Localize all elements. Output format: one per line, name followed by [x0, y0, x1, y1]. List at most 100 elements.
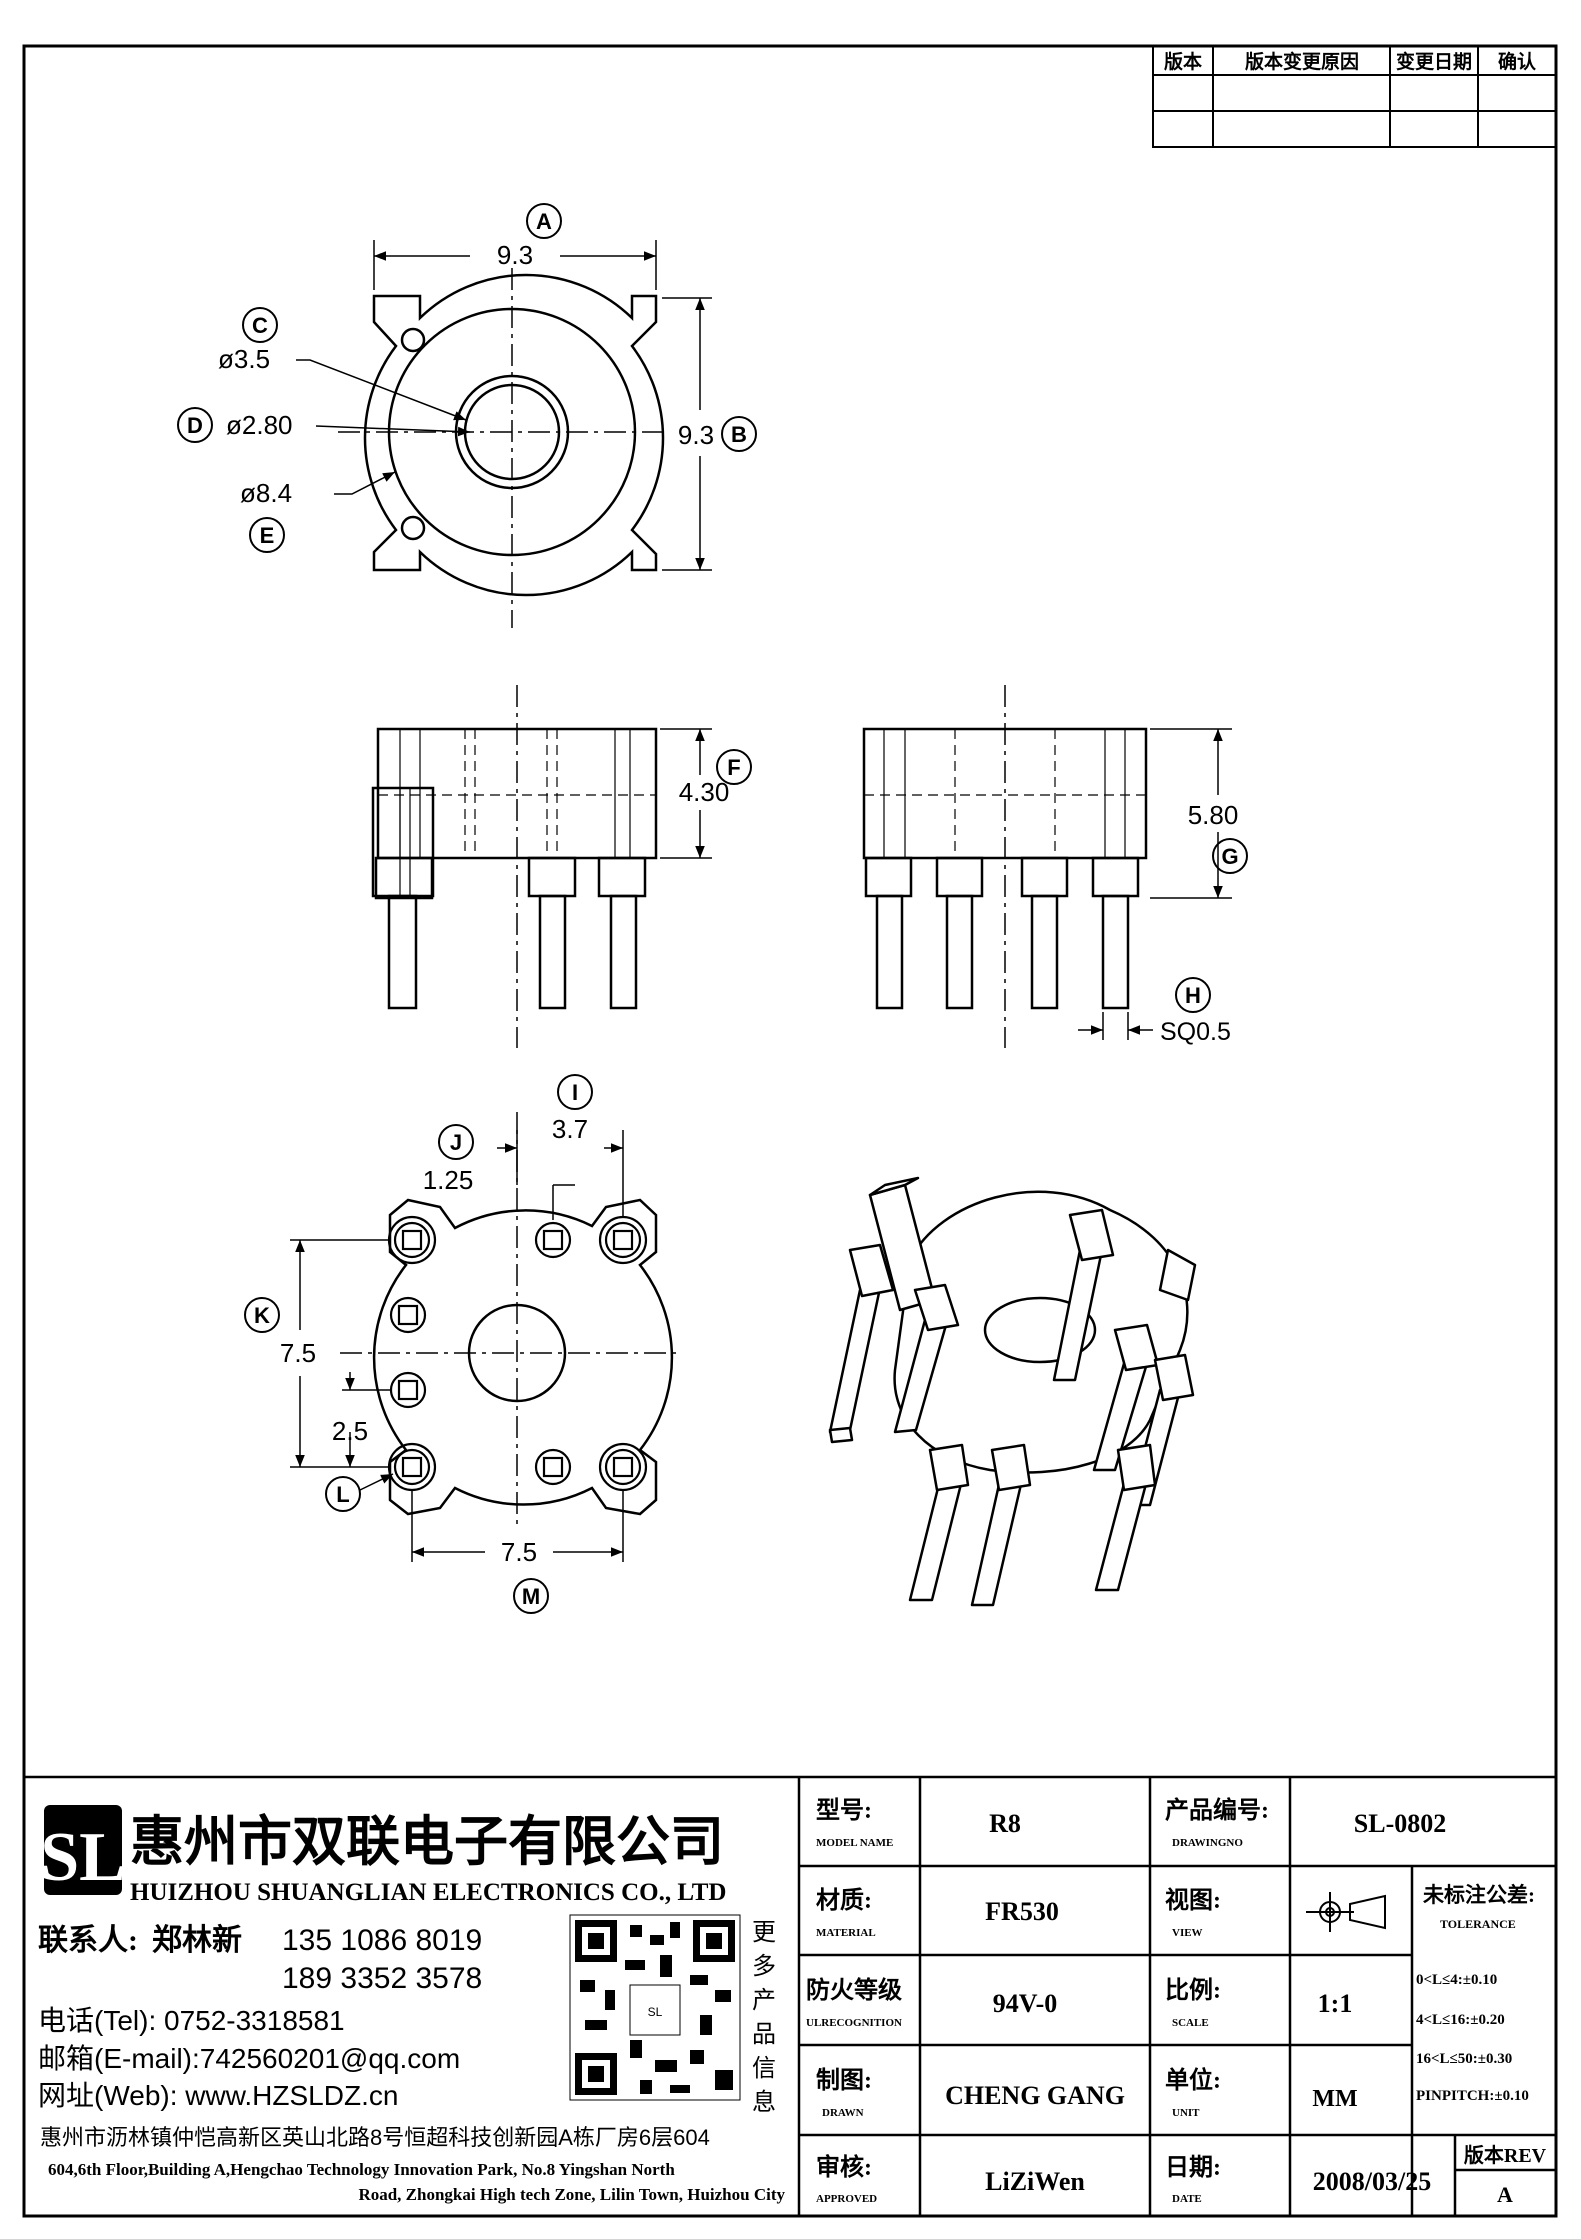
contact-phone-2: 189 3352 3578 — [282, 1962, 482, 1995]
company-logo: SL — [40, 1805, 126, 1896]
dim-k-value: 7.5 — [280, 1338, 316, 1368]
dim-e-value: ø8.4 — [240, 478, 292, 508]
unit-label-en: UNIT — [1172, 2107, 1200, 2119]
isometric-view — [828, 1176, 1197, 1607]
balloon-i-label: I — [572, 1080, 578, 1105]
drawn-label: 制图: — [816, 2067, 872, 2094]
qr-caption-2: 产 — [752, 1987, 776, 2014]
rev-header-confirm: 确认 — [1498, 50, 1536, 73]
tolerance-3: PINPITCH:±0.10 — [1416, 2088, 1529, 2104]
approved-label: 审核: — [816, 2153, 872, 2181]
rev-header-version: 版本 — [1164, 50, 1202, 73]
tolerance-1: 4<L≤16:±0.20 — [1416, 2012, 1505, 2028]
front-view — [363, 273, 665, 597]
company-name-en: HUIZHOU SHUANGLIAN ELECTRONICS CO., LTD — [130, 1879, 726, 1906]
qr-caption-3: 品 — [752, 2021, 776, 2048]
dim-d-value: ø2.80 — [226, 410, 293, 440]
view-label-en: VIEW — [1172, 1927, 1203, 1939]
approved-label-en: APPROVED — [816, 2193, 877, 2205]
balloon-a — [526, 203, 562, 239]
balloon-h — [1175, 977, 1211, 1013]
qr-code: SL — [569, 1914, 741, 2101]
address-en-2: Road, Zhongkai High tech Zone, Lilin Tow… — [358, 2185, 785, 2204]
balloon-d-label: D — [187, 413, 203, 438]
title-block-grid — [24, 1775, 1556, 2216]
date-label: 日期: — [1165, 2154, 1221, 2181]
company-name-cn: 惠州市双联电子有限公司 — [130, 1812, 724, 1872]
svg-text:SL: SL — [40, 1819, 126, 1896]
contact-name: 郑林新 — [152, 1924, 242, 1957]
flame-label: 防火等级 — [806, 1976, 902, 2004]
contact-web: 网址(Web): www.HZSLDZ.cn — [38, 2080, 398, 2111]
balloon-l — [325, 1476, 361, 1512]
revision-table — [1152, 45, 1557, 148]
front-centerlines — [338, 268, 668, 628]
contact-phone-1: 135 1086 8019 — [282, 1924, 482, 1957]
dim-f — [660, 728, 712, 859]
material-value: FR530 — [985, 1897, 1059, 1926]
balloon-a-label: A — [536, 209, 552, 234]
drawn-value: CHENG GANG — [945, 2081, 1125, 2110]
tolerance-label: 未标注公差: — [1423, 1883, 1535, 1907]
dim-g — [1150, 728, 1232, 899]
dim-i-j — [497, 1130, 624, 1220]
scale-label: 比例: — [1165, 1977, 1221, 2004]
dim-j-value: 1.25 — [423, 1165, 474, 1195]
flame-value: 94V-0 — [993, 1989, 1058, 2018]
address-cn: 惠州市沥林镇仲恺高新区英山北路8号恒超科技创新园A栋厂房6层604 — [40, 2125, 710, 2150]
balloon-m-label: M — [522, 1584, 540, 1609]
balloon-j — [438, 1124, 474, 1160]
balloon-f-label: F — [727, 755, 740, 780]
balloon-k — [244, 1297, 280, 1333]
unit-value: MM — [1312, 2086, 1357, 2112]
tolerance-0: 0<L≤4:±0.10 — [1416, 1972, 1497, 1988]
dim-g-value: 5.80 — [1188, 800, 1239, 830]
rev-value: A — [1497, 2182, 1513, 2207]
approved-value: LiZiWen — [985, 2167, 1085, 2196]
tolerance-label-en: TOLERANCE — [1440, 1917, 1516, 1931]
material-label-en: MATERIAL — [816, 1927, 876, 1939]
rev-header-date: 变更日期 — [1396, 50, 1472, 73]
dim-pitch-value: 2.5 — [332, 1416, 368, 1446]
unit-label: 单位: — [1165, 2066, 1221, 2094]
dim-m — [411, 1490, 624, 1562]
projection-symbol-icon — [1306, 1892, 1386, 1932]
qr-caption-1: 多 — [752, 1953, 776, 1980]
date-label-en: DATE — [1172, 2193, 1202, 2205]
dim-c-value: ø3.5 — [218, 344, 270, 374]
rev-label: 版本REV — [1464, 2143, 1547, 2167]
leader-c — [296, 359, 467, 421]
dim-b — [662, 297, 712, 571]
drawing-no-value: SL-0802 — [1354, 1809, 1446, 1838]
scale-value: 1:1 — [1318, 1989, 1353, 2018]
contact-label: 联系人: — [38, 1924, 138, 1957]
balloon-c — [242, 307, 278, 343]
rev-header-reason: 版本变更原因 — [1245, 50, 1359, 73]
sheet-border — [22, 44, 1558, 2218]
side-view-left — [371, 727, 658, 1010]
balloon-e-label: E — [260, 523, 275, 548]
material-label: 材质: — [816, 1887, 872, 1914]
dim-m-value: 7.5 — [501, 1537, 537, 1567]
dim-f-value: 4.30 — [679, 777, 730, 807]
model-label: 型号: — [816, 1797, 872, 1824]
side-view-right-hidden — [864, 729, 1146, 858]
drawn-label-en: DRAWN — [822, 2107, 864, 2119]
balloon-b — [721, 416, 757, 452]
dim-h-value: SQ0.5 — [1160, 1018, 1231, 1046]
address-en-1: 604,6th Floor,Building A,Hengchao Techno… — [48, 2160, 675, 2179]
balloon-l-label: L — [336, 1482, 349, 1507]
leader-d — [315, 425, 471, 437]
dim-h — [1078, 1012, 1153, 1040]
leader-e — [334, 471, 396, 495]
leader-l — [359, 1473, 394, 1491]
balloon-b-label: B — [731, 422, 747, 447]
balloon-i — [557, 1074, 593, 1110]
qr-caption-4: 信 — [752, 2055, 776, 2082]
balloon-k-label: K — [254, 1303, 270, 1328]
balloon-e — [249, 517, 285, 553]
model-value: R8 — [989, 1809, 1021, 1838]
dim-i-value: 3.7 — [552, 1114, 588, 1144]
qr-caption-0: 更 — [752, 1919, 776, 1946]
